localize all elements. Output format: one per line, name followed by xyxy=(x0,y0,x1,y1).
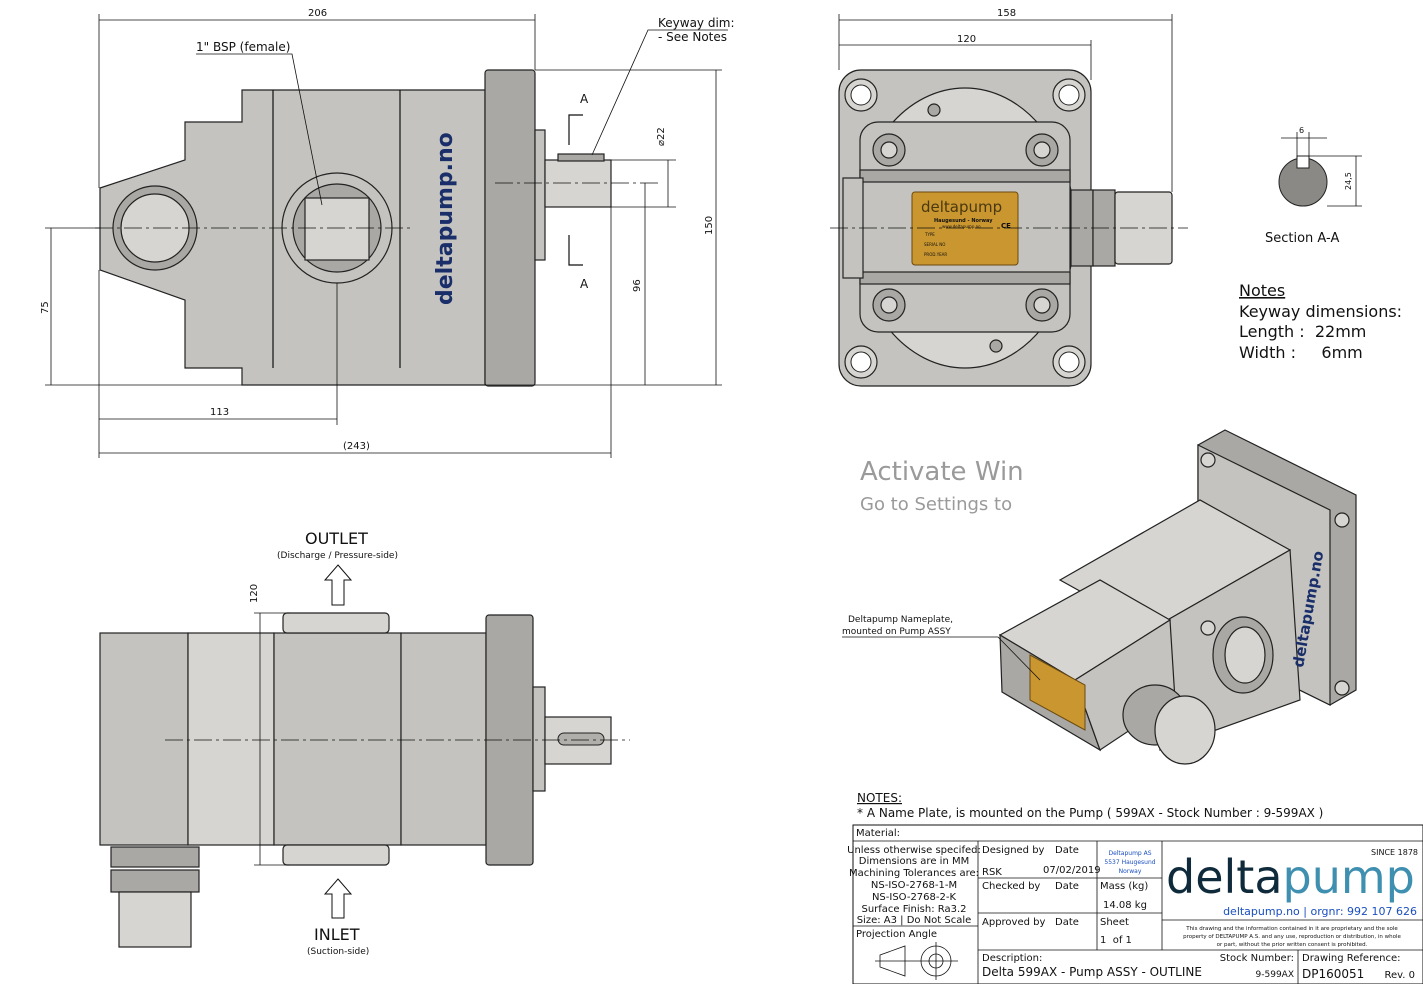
svg-text:TYPE: TYPE xyxy=(924,232,935,237)
svg-text:Designed by: Designed by xyxy=(982,845,1045,856)
mass-value: 14.08 kg xyxy=(1103,900,1147,911)
svg-text:Sheet: Sheet xyxy=(1100,917,1129,928)
dim-96: 96 xyxy=(632,279,643,292)
side-view: deltapump.no 206 1" BSP (female) Keyway … xyxy=(40,8,735,458)
notes-line-3: Width : 6mm xyxy=(1239,343,1363,362)
svg-text:Approved by: Approved by xyxy=(982,917,1045,928)
svg-text:5537 Haugesund: 5537 Haugesund xyxy=(1104,859,1155,866)
svg-text:NS-ISO-2768-1-M: NS-ISO-2768-1-M xyxy=(871,880,957,891)
material-label: Material: xyxy=(856,828,900,839)
dim-158: 158 xyxy=(997,8,1016,19)
dim-113: 113 xyxy=(210,407,229,418)
front-view: deltapump Haugesund - Norway www.deltapu… xyxy=(830,8,1188,387)
svg-text:Mass (kg): Mass (kg) xyxy=(1100,881,1148,892)
side-view-body-text: deltapump.no xyxy=(433,132,458,305)
dim-120-bottom: 120 xyxy=(249,584,260,603)
svg-text:Size: A3 | Do Not Scale: Size: A3 | Do Not Scale xyxy=(857,915,972,926)
outlet-sublabel: (Discharge / Pressure-side) xyxy=(277,551,398,561)
outlet-label: OUTLET xyxy=(305,529,368,548)
inlet-arrow-icon xyxy=(323,878,353,919)
notes-title: Notes xyxy=(1239,281,1285,300)
dim-120: 120 xyxy=(957,34,976,45)
drawing-notes-title: NOTES: xyxy=(857,791,902,805)
section-marker-a-top: A xyxy=(580,92,589,106)
dim-24-5: 24,5 xyxy=(1344,172,1353,190)
projection-symbol-icon xyxy=(875,942,958,980)
designer: RSK xyxy=(982,867,1002,878)
notes-line-2: Length : 22mm xyxy=(1239,322,1366,341)
company-logo: deltapump xyxy=(1166,850,1415,904)
projection-label: Projection Angle xyxy=(856,929,937,940)
isometric-view: deltapump.no Deltapump Nameplate, mounte… xyxy=(842,429,1357,765)
title-block: Material: Unless otherwise specifed: Dim… xyxy=(847,824,1423,984)
svg-text:PROD.YEAR: PROD.YEAR xyxy=(924,252,947,257)
drawing-notes-line: * A Name Plate, is mounted on the Pump (… xyxy=(857,806,1323,820)
sheet-value: 1 of 1 xyxy=(1100,935,1132,946)
svg-text:Surface Finish: Ra3.2: Surface Finish: Ra3.2 xyxy=(861,904,966,915)
dim-6: 6 xyxy=(1299,126,1304,135)
svg-text:Date: Date xyxy=(1055,881,1079,892)
activation-watermark-sub: Go to Settings to xyxy=(860,494,1012,515)
keyway-label-1: Keyway dim: xyxy=(658,16,735,30)
section-title: Section A-A xyxy=(1265,231,1339,246)
dim-243: (243) xyxy=(343,441,370,452)
company-web: deltapump.no | orgnr: 992 107 626 xyxy=(1223,905,1417,918)
svg-text:Machining Tolerances are:: Machining Tolerances are: xyxy=(849,868,979,879)
svg-text:Haugesund - Norway: Haugesund - Norway xyxy=(934,218,993,224)
svg-text:Description:: Description: xyxy=(982,953,1042,964)
activation-watermark: Activate Win xyxy=(860,457,1024,487)
svg-text:SERIAL NO: SERIAL NO xyxy=(924,242,945,247)
svg-text:SINCE 1878: SINCE 1878 xyxy=(1371,848,1418,857)
svg-text:Date: Date xyxy=(1055,917,1079,928)
svg-text:Unless otherwise specifed:: Unless otherwise specifed: xyxy=(847,845,981,856)
stock-number: 9-599AX xyxy=(1256,970,1294,980)
dim-206: 206 xyxy=(308,8,327,19)
inlet-sublabel: (Suction-side) xyxy=(307,947,369,957)
nameplate-callout-2: mounted on Pump ASSY xyxy=(842,627,951,637)
svg-text:NS-ISO-2768-2-K: NS-ISO-2768-2-K xyxy=(872,892,957,903)
dim-150: 150 xyxy=(704,216,715,235)
svg-text:Checked by: Checked by xyxy=(982,881,1040,892)
svg-text:This drawing and the informati: This drawing and the information contain… xyxy=(1185,926,1398,932)
dim-dia22: ⌀22 xyxy=(656,127,667,146)
notes-line-1: Keyway dimensions: xyxy=(1239,302,1402,321)
keyway-label-2: - See Notes xyxy=(658,30,727,44)
svg-text:or part, without the prior wri: or part, without the prior written conse… xyxy=(1217,942,1368,948)
design-date: 07/02/2019 xyxy=(1043,865,1101,876)
svg-text:deltapump: deltapump xyxy=(921,198,1002,216)
keyway-notes: Notes Keyway dimensions: Length : 22mm W… xyxy=(1239,281,1402,362)
svg-text:Drawing Reference:: Drawing Reference: xyxy=(1302,953,1401,964)
nameplate-callout-1: Deltapump Nameplate, xyxy=(848,615,953,625)
svg-text:property of DELTAPUMP A.S. and: property of DELTAPUMP A.S. and any use, … xyxy=(1183,934,1401,940)
section-marker-a-bottom: A xyxy=(580,277,589,291)
svg-text:Deltapump AS: Deltapump AS xyxy=(1108,850,1151,857)
inlet-label: INLET xyxy=(314,925,360,944)
description: Delta 599AX - Pump ASSY - OUTLINE xyxy=(982,965,1202,979)
svg-text:Stock Number:: Stock Number: xyxy=(1220,953,1294,964)
svg-text:Norway: Norway xyxy=(1119,868,1142,875)
outlet-arrow-icon xyxy=(323,564,353,606)
dim-75: 75 xyxy=(40,301,51,314)
bottom-view: 120 OUTLET (Discharge / Pressure-side) I… xyxy=(99,529,630,957)
bsp-label: 1" BSP (female) xyxy=(196,40,290,54)
drawing-reference: DP160051 xyxy=(1302,967,1364,981)
svg-text:CE: CE xyxy=(1001,222,1011,230)
front-nameplate: deltapump Haugesund - Norway www.deltapu… xyxy=(911,191,1019,266)
revision: Rev. 0 xyxy=(1384,970,1415,981)
svg-text:Dimensions are in MM: Dimensions are in MM xyxy=(859,856,969,867)
svg-text:www.deltapump.no: www.deltapump.no xyxy=(942,224,981,229)
section-a-a: 6 24,5 Section A-A xyxy=(1265,126,1362,246)
svg-text:Date: Date xyxy=(1055,845,1079,856)
